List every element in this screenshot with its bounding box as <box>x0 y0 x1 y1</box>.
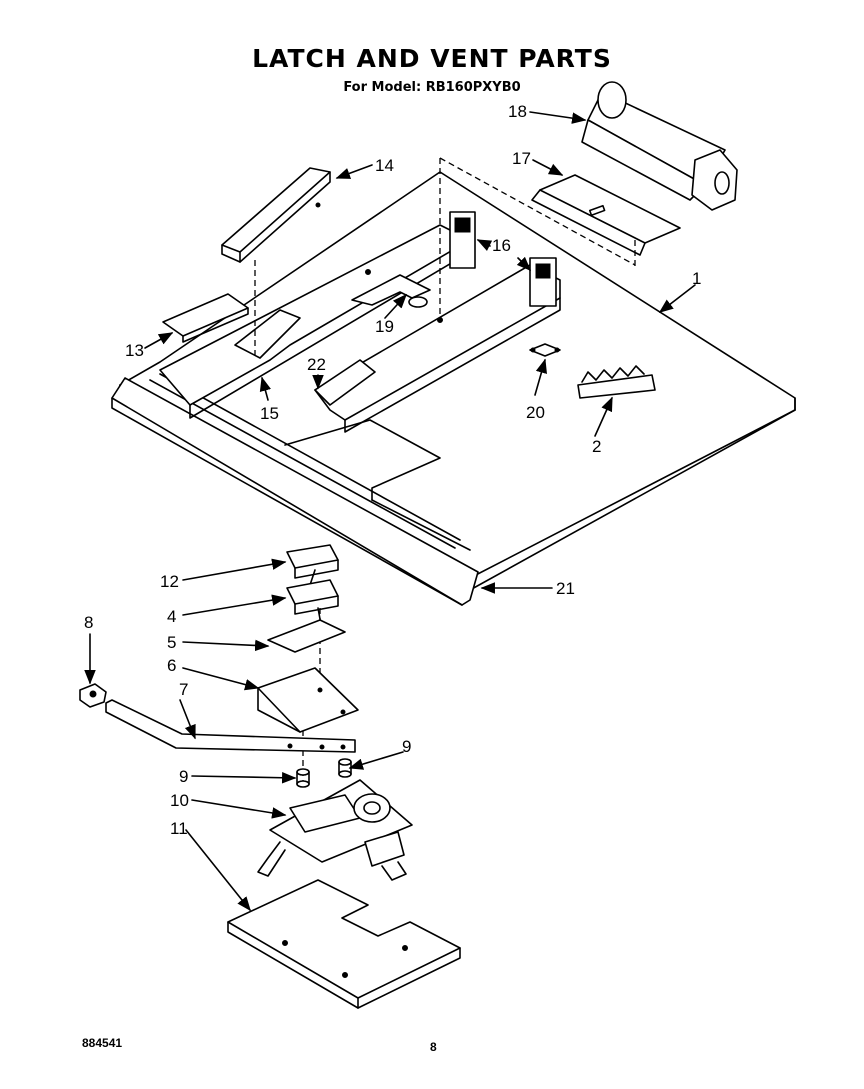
callout-8: 8 <box>84 613 93 632</box>
duct-cover-part <box>221 167 331 263</box>
page-title: LATCH AND VENT PARTS <box>252 44 612 73</box>
switch-bracket-part <box>257 667 359 733</box>
spacer-left-part <box>296 768 310 788</box>
motor-bracket-part <box>531 174 681 256</box>
base-plate-part <box>227 879 461 1009</box>
insulator-part <box>267 619 346 653</box>
callout-6: 6 <box>167 656 176 675</box>
callout-9-right: 9 <box>402 737 411 756</box>
callout-18: 18 <box>508 102 527 121</box>
leader-lines <box>84 111 696 912</box>
model-subtitle: For Model: RB160PXYB0 <box>343 80 521 95</box>
callout-7: 7 <box>179 680 188 699</box>
callout-19: 19 <box>375 317 394 336</box>
page-number: 8 <box>430 1040 437 1054</box>
callout-16: 16 <box>492 236 511 255</box>
clip-part <box>529 343 561 357</box>
callout-14: 14 <box>375 156 394 175</box>
air-duct-left <box>159 224 471 419</box>
callout-21: 21 <box>556 579 575 598</box>
latch-mechanism-part <box>257 779 413 881</box>
callout-11: 11 <box>170 819 188 838</box>
callout-13: 13 <box>125 341 144 360</box>
front-trim-strip-part <box>111 373 479 606</box>
latch-hook-part <box>351 269 443 323</box>
callout-22: 22 <box>307 355 326 374</box>
diagram-code: 884541 <box>82 1036 123 1050</box>
callout-1: 1 <box>692 269 701 288</box>
callout-17: 17 <box>512 149 531 168</box>
blower-motor-part <box>581 81 738 211</box>
callout-20: 20 <box>526 403 545 422</box>
callout-4: 4 <box>167 607 176 626</box>
callout-2: 2 <box>592 437 601 456</box>
callout-9-left: 9 <box>179 767 188 786</box>
callout-5: 5 <box>167 633 176 652</box>
air-duct-right <box>314 264 561 433</box>
latch-knob-part <box>79 683 107 708</box>
terminal-block-part <box>577 365 656 399</box>
duct-bracket-16 <box>449 211 557 307</box>
small-plate-part <box>162 293 249 343</box>
callout-15: 15 <box>260 404 279 423</box>
latch-rod-part <box>105 699 356 753</box>
callout-10: 10 <box>170 791 189 810</box>
callout-12: 12 <box>160 572 179 591</box>
